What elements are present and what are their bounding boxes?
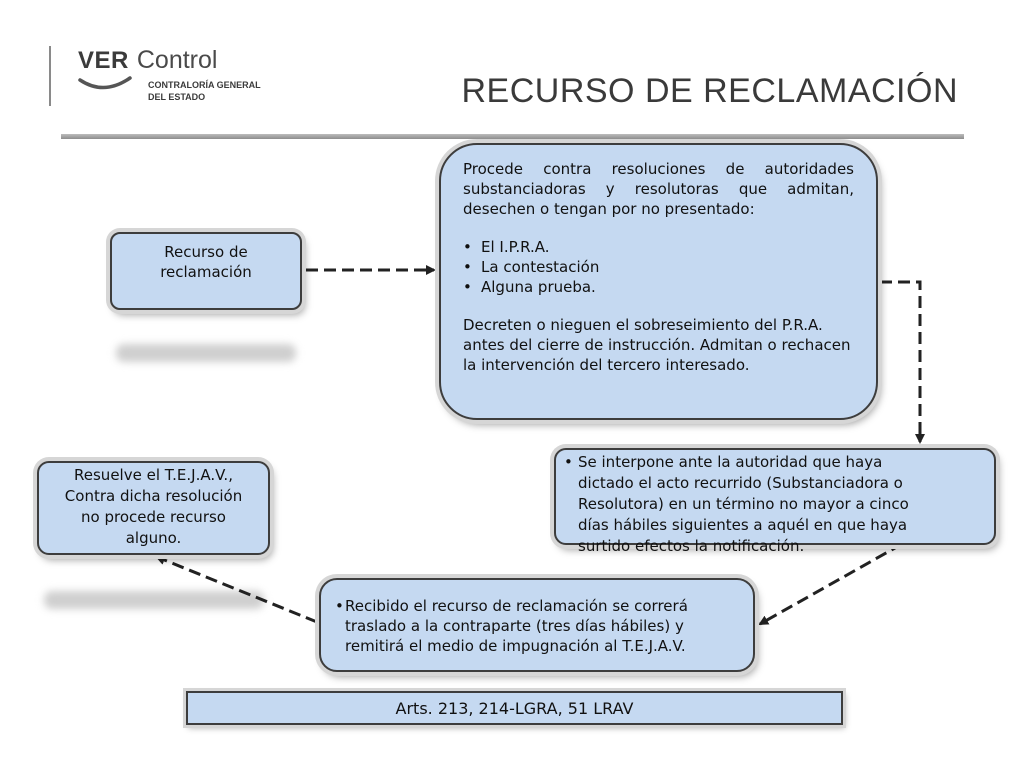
node-interpone-line: dictado el acto recurrido (Substanciador… [578,474,903,492]
logo-org-line2: DEL ESTADO [148,92,206,102]
page-title: RECURSO DE RECLAMACIÓN [461,72,958,110]
logo-org-name: CONTRALORÍA GENERAL DEL ESTADO [148,79,261,103]
node-resuelve-line: Contra dicha resolución [64,487,243,505]
node-recibido-line: remitirá el medio de impugnación al T.E.… [345,637,686,655]
node-recibido-line: Recibido el recurso de reclamación se co… [345,597,688,615]
logo: VER Control CONTRALORÍA GENERAL DEL ESTAD… [78,46,261,102]
node-interpone-line: surtido efectos la notificación. [578,537,805,555]
logo-brand-ver: VER [78,47,129,74]
node-resuelve-line: Resuelve el T.E.J.A.V., [74,466,233,484]
node-recibido-line: traslado a la contraparte (tres días háb… [345,617,684,635]
node-procede-item: La contestación [463,257,854,277]
node-interpone-line: Se interpone ante la autoridad que haya [578,453,883,471]
node-resuelve: Resuelve el T.E.J.A.V., Contra dicha res… [37,461,270,555]
edge-procede-to-interpone [880,280,925,444]
node-procede-item: El I.P.R.A. [463,237,854,257]
logo-smile-icon [78,76,132,90]
node-procede: Procede contra resoluciones de autoridad… [439,143,878,420]
logo-divider [49,46,51,106]
logo-org-line1: CONTRALORÍA GENERAL [148,80,261,90]
node-procede-intro: Procede contra resoluciones de autoridad… [463,160,854,218]
node-interpone: • Se interpone ante la autoridad que hay… [554,448,996,555]
logo-brand-control: Control [136,46,218,74]
node-interpone-line: días hábiles siguientes a aquél en que h… [578,516,908,534]
bullet-icon: • [335,597,344,615]
decorative-shadow [44,591,264,609]
decorative-shadow [116,344,296,362]
node-recurso-line1: Recurso de [164,243,248,261]
node-procede-item: Alguna prueba. [463,277,854,297]
node-recurso: Recurso de reclamación [110,232,302,310]
node-resuelve-line: alguno. [125,529,182,547]
node-resuelve-line: no procede recurso [81,508,226,526]
node-interpone-line: Resolutora) en un término no mayor a cin… [578,495,909,513]
edge-recibido-to-resuelve [155,555,318,624]
bullet-icon: • [564,453,573,471]
node-procede-list: El I.P.R.A. La contestación Alguna prueb… [463,237,854,297]
edge-interpone-to-recibido [758,542,903,626]
node-recurso-line2: reclamación [160,263,252,281]
legal-reference: Arts. 213, 214-LGRA, 51 LRAV [186,691,843,725]
node-recibido: • Recibido el recurso de reclamación se … [319,578,755,672]
title-rule [61,134,964,139]
node-procede-closing: Decreten o nieguen el sobreseimiento del… [463,316,851,374]
